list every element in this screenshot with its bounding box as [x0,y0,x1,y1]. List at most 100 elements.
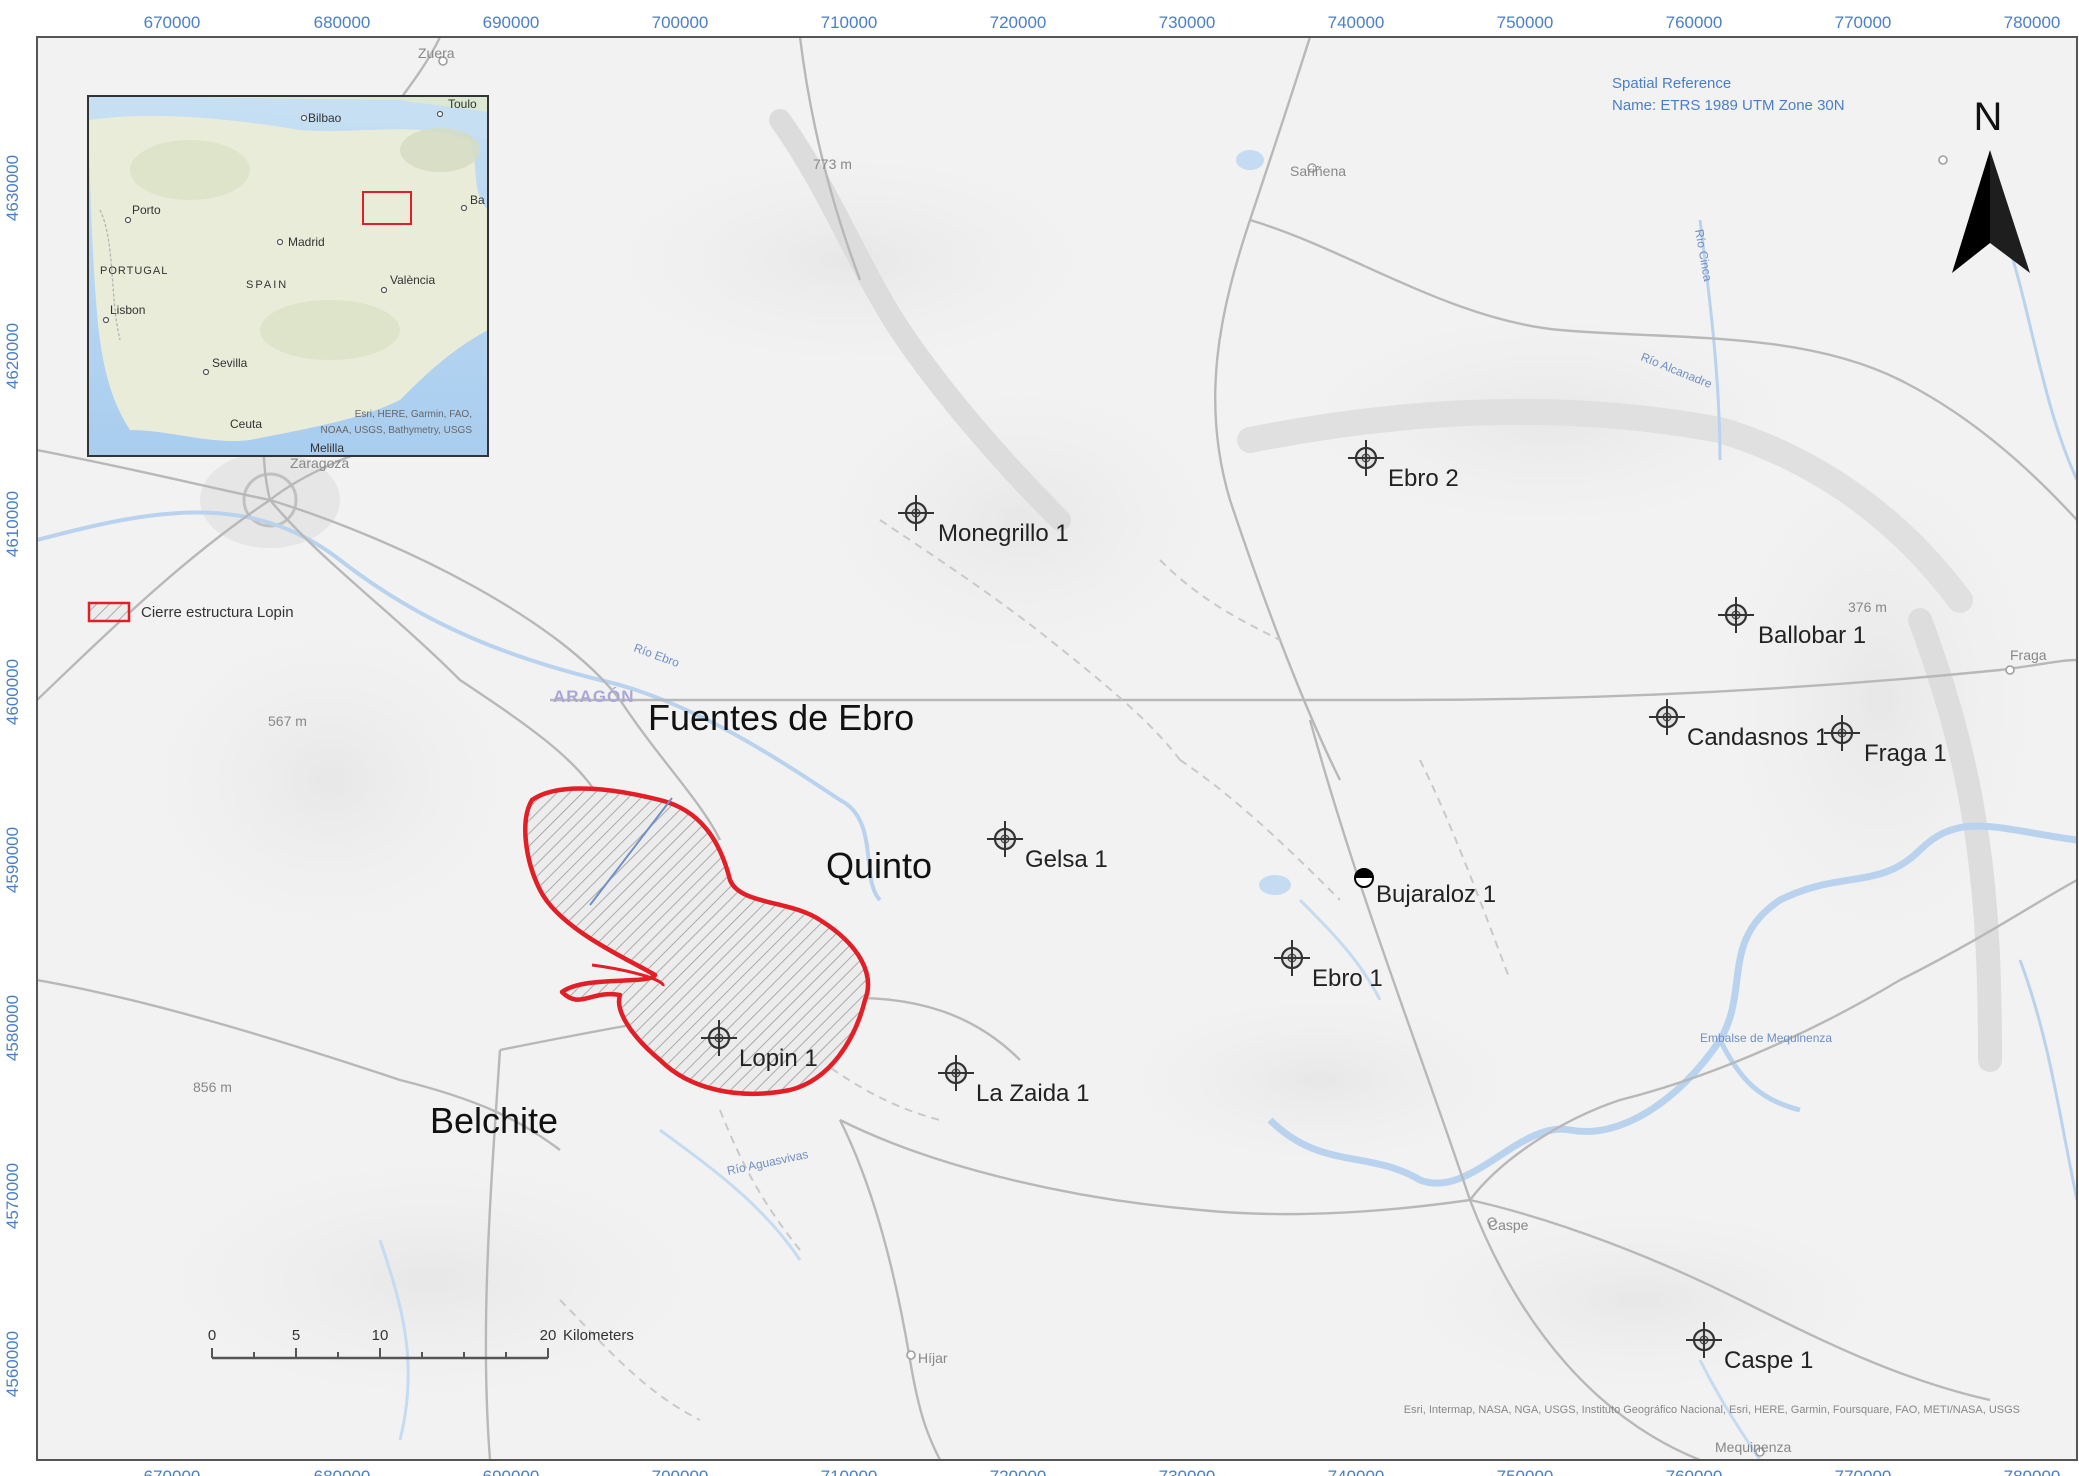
coord-top-label: 760000 [1666,13,1723,32]
spatial-reference-name: Name: ETRS 1989 UTM Zone 30N [1612,97,1845,114]
well-label: Bujaraloz 1 [1376,881,1496,908]
well-icon [1824,715,1860,751]
label-zuera: Zuera [418,45,455,61]
inset-label-lisbon: Lisbon [110,303,145,317]
scale-bar: 0 5 10 20 Kilometers [208,1327,634,1360]
inset-label-madrid: Madrid [288,235,325,249]
coord-top-label: 750000 [1497,13,1554,32]
well-icon [1718,597,1754,633]
inset-attribution-2: NOAA, USGS, Bathymetry, USGS [320,425,472,436]
label-zaragoza: Zaragoza [290,455,349,471]
coord-left-label: 4590000 [3,827,22,893]
label-sarinena: Sariñena [1290,163,1346,179]
coord-bottom-label: 680000 [314,1467,371,1476]
well-marker[interactable]: Candasnos 1 [1649,699,1828,751]
legend: Cierre estructura Lopin [87,601,294,623]
well-icon [987,821,1023,857]
well-marker[interactable]: Ebro 2 [1348,440,1459,492]
inset-attribution-1: Esri, HERE, Garmin, FAO, [355,409,472,420]
inset-label-valencia: València [390,273,435,287]
scale-tick-0: 0 [208,1327,216,1344]
inset-label-seville: Sevilla [212,356,248,370]
well-icon [1348,440,1384,476]
well-icon [1274,940,1310,976]
spatial-reference: Spatial Reference Name: ETRS 1989 UTM Zo… [1612,75,1845,114]
wells-layer: Monegrillo 1 Ebro 2 Ballobar 1 Candasnos 1 F… [701,440,1947,1374]
coord-left-label: 4610000 [3,491,22,557]
inset-label-ceuta: Ceuta [230,417,262,431]
inset-label-porto: Porto [132,203,161,217]
label-quinto: Quinto [826,845,932,886]
coord-top-label: 770000 [1835,13,1892,32]
coord-top-label: 710000 [821,13,878,32]
well-label: Monegrillo 1 [938,520,1069,547]
label-elev-773: 773 m [813,156,852,172]
coord-bottom-label: 750000 [1497,1467,1554,1476]
inset-label-toulouse: Toulo [448,97,477,111]
label-fuentes-de-ebro: Fuentes de Ebro [648,697,914,738]
lopin-structure-polygon[interactable] [523,786,871,1096]
well-label: La Zaida 1 [976,1080,1089,1107]
coord-left-label: 4580000 [3,995,22,1061]
coord-top-label: 720000 [990,13,1047,32]
well-icon [898,495,934,531]
coord-bottom-label: 730000 [1159,1467,1216,1476]
well-label: Caspe 1 [1724,1347,1813,1374]
well-marker[interactable]: Ballobar 1 [1718,597,1866,649]
coord-top-label: 740000 [1328,13,1385,32]
inset-label-bilbao: Bilbao [308,111,342,125]
inset-extent-box [362,191,412,225]
label-embalse: Embalse de Mequinenza [1700,1031,1832,1045]
inset-label-melilla: Melilla [310,441,344,455]
coord-left-label: 4620000 [3,323,22,389]
label-aragon: ARAGÓN [553,687,635,706]
label-fraga: Fraga [2010,647,2047,663]
scale-tick-10: 10 [372,1327,389,1344]
inset-map: Bilbao Toulo Porto Madrid PORTUGAL SPAIN… [87,95,489,457]
well-marker[interactable]: Fraga 1 [1824,715,1947,767]
well-label: Ebro 2 [1388,465,1459,492]
coord-left-label: 4560000 [3,1331,22,1397]
coord-left-label: 4600000 [3,659,22,725]
well-marker[interactable]: Bujaraloz 1 [1354,868,1496,908]
well-icon [1649,699,1685,735]
inset-frame [87,95,489,457]
major-place-labels: Fuentes de Ebro Quinto Belchite [430,697,932,1141]
coord-bottom-label: 740000 [1328,1467,1385,1476]
well-marker[interactable]: La Zaida 1 [938,1055,1089,1107]
scale-tick-20: 20 [540,1327,557,1344]
well-marker[interactable]: Lopin 1 [701,1020,818,1072]
scale-tick-5: 5 [292,1327,300,1344]
coord-bottom-label: 690000 [483,1467,540,1476]
north-arrow: N [1952,95,2030,273]
spatial-reference-title: Spatial Reference [1612,75,1731,92]
coord-top-label: 700000 [652,13,709,32]
coord-top-label: 730000 [1159,13,1216,32]
well-icon [938,1055,974,1091]
label-elev-376: 376 m [1848,599,1887,615]
legend-swatch [87,601,131,623]
well-label: Gelsa 1 [1025,846,1108,873]
label-mequinenza: Mequinenza [1715,1439,1791,1455]
coord-top-label: 780000 [2004,13,2061,32]
well-marker[interactable]: Monegrillo 1 [898,495,1069,547]
label-caspe: Caspe [1488,1217,1529,1233]
coord-left-label: 4570000 [3,1163,22,1229]
well-label: Fraga 1 [1864,740,1947,767]
label-belchite: Belchite [430,1100,558,1141]
well-marker[interactable]: Caspe 1 [1686,1322,1813,1374]
inset-label-portugal: PORTUGAL [100,265,168,277]
inset-label-spain: SPAIN [246,279,288,291]
well-icon [701,1020,737,1056]
well-label: Ballobar 1 [1758,622,1866,649]
coord-bottom-label: 710000 [821,1467,878,1476]
well-marker[interactable]: Ebro 1 [1274,940,1383,992]
north-label: N [1974,95,2003,139]
north-arrow-icon [1952,150,1990,273]
coord-bottom-label: 760000 [1666,1467,1723,1476]
attribution: Esri, Intermap, NASA, NGA, USGS, Institu… [1404,1404,2020,1416]
coord-bottom-label: 720000 [990,1467,1047,1476]
well-marker[interactable]: Gelsa 1 [987,821,1108,873]
